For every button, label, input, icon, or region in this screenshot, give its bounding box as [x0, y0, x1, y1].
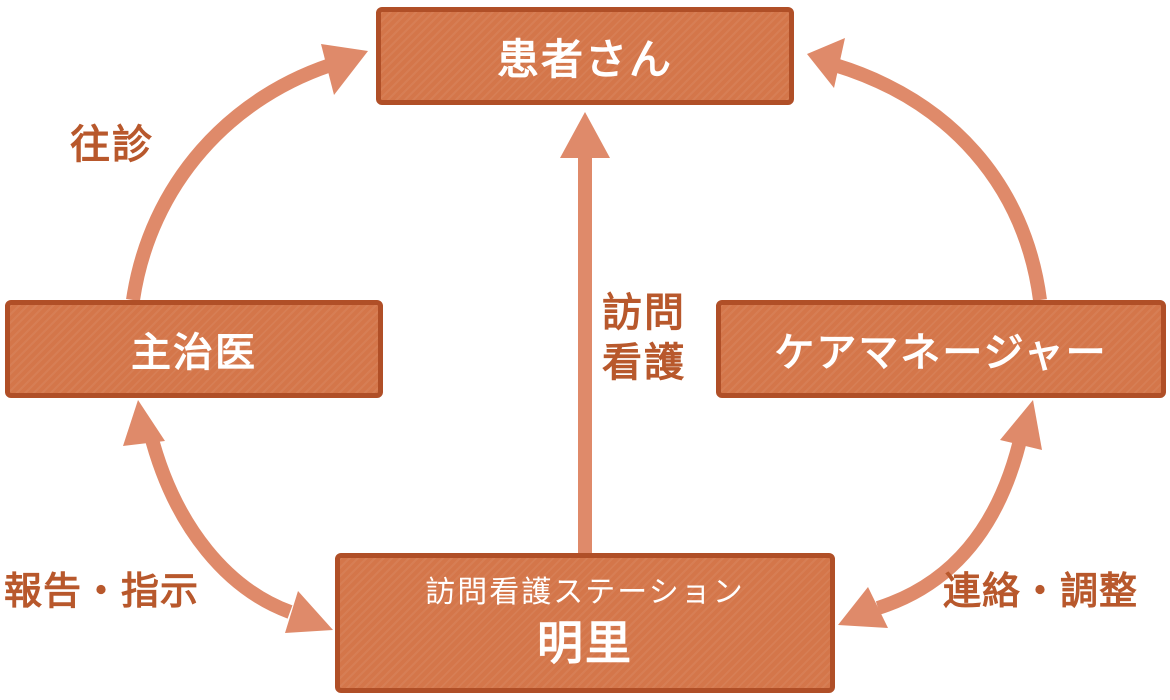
care-manager-box: ケアマネージャー [716, 300, 1166, 398]
care-manager-label: ケアマネージャー [774, 330, 1108, 376]
label-liaison-adjust: 連絡・調整 [943, 569, 1139, 613]
arrowhead-station-from-doctor [285, 591, 333, 633]
arrow-doctor-to-patient [126, 55, 343, 302]
label-house-call: 往診 [70, 122, 154, 168]
doctor-box: 主治医 [5, 300, 383, 398]
nursing-station-subname: 明里 [537, 616, 633, 670]
nursing-station-name: 訪問看護ステーション [425, 575, 745, 610]
doctor-label: 主治医 [131, 330, 257, 376]
arrow-caremanager-to-patient [832, 58, 1047, 301]
arrow-doctor-station [143, 430, 293, 619]
patient-label: 患者さん [496, 34, 673, 84]
arrowhead-to-patient-right [807, 38, 845, 88]
arrowhead-to-patient-left [321, 44, 368, 95]
arrowhead-to-caremanager [1000, 400, 1042, 450]
label-visiting-nursing-line1: 訪問 [602, 290, 686, 336]
label-visiting-nursing: 訪問 看護 [602, 288, 686, 388]
arrowhead-to-doctor [123, 400, 165, 446]
label-visiting-nursing-line2: 看護 [602, 340, 686, 386]
nursing-station-box: 訪問看護ステーション 明里 [335, 553, 835, 693]
patient-box: 患者さん [376, 7, 794, 105]
arrow-caremanager-station [875, 430, 1029, 615]
arrowhead-to-patient-center [560, 112, 610, 158]
label-report-instruct: 報告・指示 [4, 569, 200, 613]
arrowhead-station-from-caremanager [838, 587, 888, 628]
